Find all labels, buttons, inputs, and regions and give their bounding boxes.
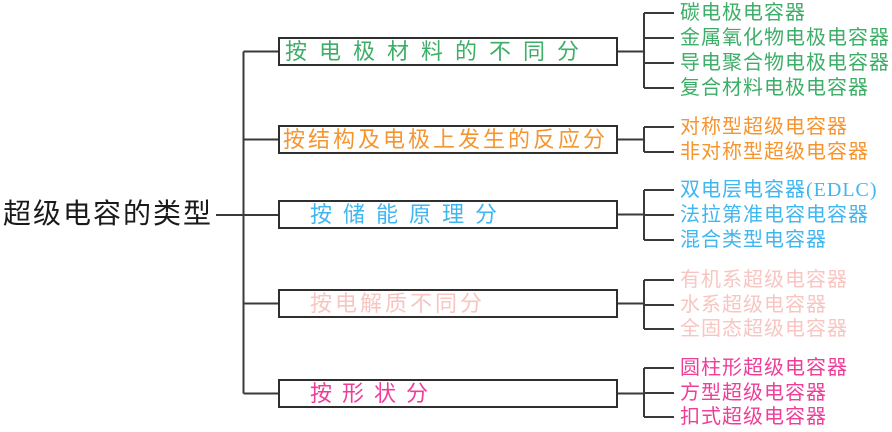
leaf-label: 方型超级电容器 — [680, 382, 827, 404]
category-box-energy-storage-principle: 按储能原理分 — [278, 200, 618, 229]
group3-leaf-lines — [618, 189, 674, 241]
root-title: 超级电容的类型 — [3, 199, 214, 230]
leaf-label: 双电层电容器(EDLC) — [680, 179, 878, 201]
group4-leaf-lines — [618, 279, 674, 330]
leaf-label: 扣式超级电容器 — [680, 406, 827, 428]
group5-leaf-lines — [618, 367, 674, 418]
connector-line-group — [216, 12, 674, 418]
branch-lines — [243, 50, 278, 395]
group1-leaf-lines — [618, 12, 674, 89]
category-box-electrode-material: 按电极材料的不同分 — [278, 37, 618, 66]
leaf-label: 金属氧化物电极电容器 — [680, 27, 890, 49]
leaf-label: 圆柱形超级电容器 — [680, 357, 848, 379]
category-box-structure-reaction: 按结构及电极上发生的反应分 — [278, 125, 618, 154]
category-box-electrolyte: 按电解质不同分 — [278, 289, 618, 318]
leaf-label: 对称型超级电容器 — [680, 116, 848, 138]
leaf-label: 复合材料电极电容器 — [680, 77, 869, 99]
leaf-label: 碳电极电容器 — [680, 2, 806, 24]
leaf-label: 混合类型电容器 — [680, 229, 827, 251]
leaf-label: 法拉第准电容电容器 — [680, 204, 869, 226]
leaf-label: 有机系超级电容器 — [680, 269, 848, 291]
category-box-shape: 按形状分 — [278, 379, 618, 408]
leaf-label: 全固态超级电容器 — [680, 318, 848, 340]
leaf-label: 导电聚合物电极电容器 — [680, 52, 890, 74]
leaf-label: 水系超级电容器 — [680, 294, 827, 316]
group2-leaf-lines — [618, 126, 674, 153]
leaf-label: 非对称型超级电容器 — [680, 141, 869, 163]
